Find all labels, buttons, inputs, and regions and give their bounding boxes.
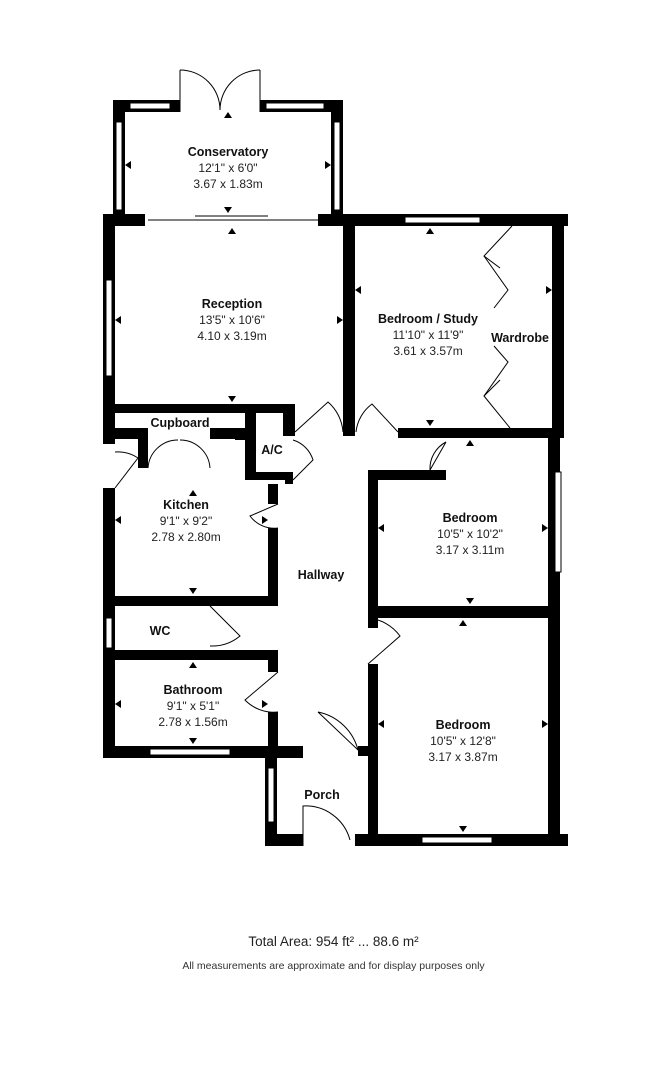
- wc-name: WC: [150, 624, 171, 638]
- windows: [105, 102, 562, 844]
- conservatory-imperial: 12'1" x 6'0": [198, 161, 257, 175]
- bedroom-study-imperial: 11'10" x 11'9": [393, 328, 464, 342]
- dimension-markers: [115, 112, 552, 832]
- reception-metric: 4.10 x 3.19m: [197, 329, 266, 343]
- bedroom-3-name: Bedroom: [436, 718, 491, 732]
- bathroom-name: Bathroom: [163, 683, 222, 697]
- total-area: Total Area: 954 ft² ... 88.6 m²: [248, 934, 419, 949]
- cupboard-name: Cupboard: [150, 416, 209, 430]
- reception-imperial: 13'5" x 10'6": [199, 313, 265, 327]
- doors: [114, 69, 513, 846]
- porch-name: Porch: [304, 788, 339, 802]
- bathroom-imperial: 9'1" x 5'1": [167, 699, 219, 713]
- reception-name: Reception: [202, 297, 262, 311]
- bedroom-2-imperial: 10'5" x 10'2": [437, 527, 503, 541]
- conservatory-metric: 3.67 x 1.83m: [193, 177, 262, 191]
- kitchen-imperial: 9'1" x 9'2": [160, 514, 212, 528]
- bedroom-2-metric: 3.17 x 3.11m: [436, 543, 504, 557]
- bedroom-3-metric: 3.17 x 3.87m: [428, 750, 497, 764]
- disclaimer: All measurements are approximate and for…: [182, 960, 485, 972]
- kitchen-metric: 2.78 x 2.80m: [151, 530, 220, 544]
- bedroom-3-imperial: 10'5" x 12'8": [430, 734, 496, 748]
- kitchen-name: Kitchen: [163, 498, 209, 512]
- wardrobe-name: Wardrobe: [491, 331, 549, 345]
- bedroom-study-name: Bedroom / Study: [378, 312, 478, 326]
- bedroom-study-metric: 3.61 x 3.57m: [393, 344, 462, 358]
- bathroom-metric: 2.78 x 1.56m: [158, 715, 227, 729]
- hallway-name: Hallway: [298, 568, 345, 582]
- conservatory-name: Conservatory: [188, 145, 269, 159]
- room-labels: Conservatory 12'1" x 6'0" 3.67 x 1.83m R…: [150, 145, 549, 802]
- ac-name: A/C: [261, 443, 283, 457]
- bedroom-2-name: Bedroom: [443, 511, 498, 525]
- walls: [103, 100, 568, 846]
